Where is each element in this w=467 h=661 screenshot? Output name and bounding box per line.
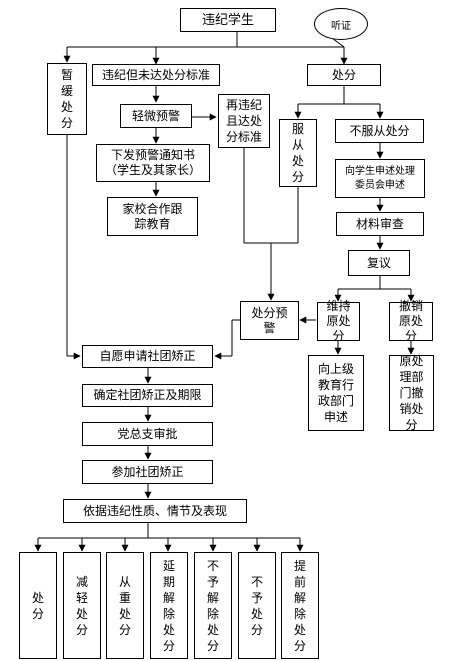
reject-punishment-box: 不服从处分 <box>335 119 424 143</box>
join-correction-box: 参加社团矫正 <box>82 460 213 484</box>
outcome-no-punish-box: 不予处分 <box>238 552 276 659</box>
higher-authority-appeal-box: 向上级教育行政部门申述 <box>308 355 364 431</box>
accept-punishment-box: 服从处分 <box>279 119 317 187</box>
reconsideration-box: 复议 <box>348 250 410 276</box>
not-reach-standard-box: 违纪但未达处分标准 <box>92 64 220 86</box>
self-apply-correction-box: 自愿申请社团矫正 <box>82 345 213 368</box>
hearing-balloon: 听证 <box>314 8 368 40</box>
appeal-committee-box: 向学生申述处理委员会申述 <box>335 159 425 198</box>
re-violate-box: 再违纪且达处分标准 <box>218 94 270 148</box>
confirm-correction-box: 确定社团矫正及期限 <box>82 384 213 407</box>
material-review-box: 材料审查 <box>336 212 424 236</box>
home-school-education-box: 家校合作跟踪教育 <box>107 197 198 236</box>
revoke-punishment-box: 撤销原处分 <box>389 299 433 343</box>
outcome-punish-box: 处分 <box>19 552 57 659</box>
punishment-box: 处分 <box>307 64 381 86</box>
deferred-punishment-box: 暂缓处分 <box>47 63 87 135</box>
punishment-warning-box: 处分预警 <box>240 301 299 340</box>
warning-notice-box: 下发预警通知书（学生及其家长） <box>96 144 210 182</box>
outcome-no-lift-box: 不予解除处分 <box>194 552 232 659</box>
outcome-heavier-box: 从重处分 <box>106 552 144 659</box>
outcome-early-lift-box: 提前解除处分 <box>281 552 319 659</box>
maintain-punishment-box: 维持原处分 <box>317 299 360 343</box>
minor-warning-box: 轻微预警 <box>120 104 192 128</box>
party-approval-box: 党总支审批 <box>82 422 213 446</box>
department-revoke-box: 原处理部门撤销处分 <box>389 354 434 432</box>
basis-box: 依据违纪性质、情节及表现 <box>63 499 247 523</box>
title-box: 违纪学生 <box>180 8 276 32</box>
outcome-delay-lift-box: 延期解除处分 <box>150 552 188 659</box>
outcome-reduce-box: 减轻处分 <box>63 552 101 659</box>
